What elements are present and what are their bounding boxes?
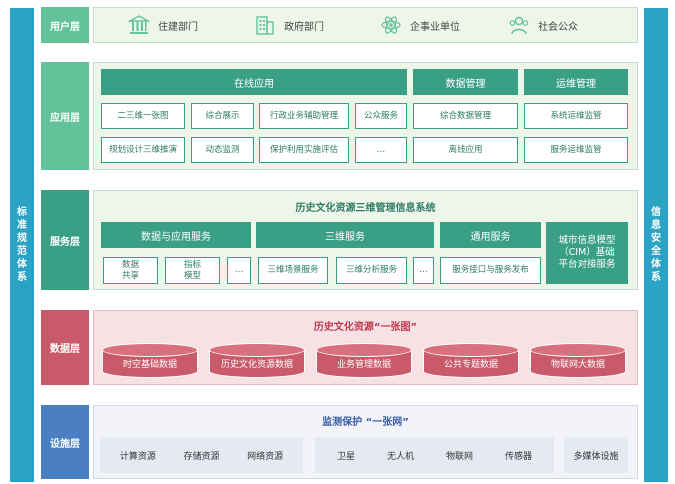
service-box-3d-scene: 三维场景服务 — [258, 257, 328, 284]
drone: 无人机 — [386, 451, 414, 462]
infra-layer-label: 设施层 — [41, 405, 89, 479]
app-box-display: 综合展示 — [191, 103, 254, 129]
cim-platform-service-box: 城市信息模型 （CIM）基础 平台对接服务 — [546, 222, 628, 284]
data-cylinder-spatiotemporal: 时空基础数据 — [102, 343, 198, 379]
security-system-label: 信息安全体系 — [651, 207, 661, 283]
data-cylinder-iot: 物联网大数据 — [530, 343, 626, 379]
sensor: 传感器 — [504, 451, 532, 462]
infra-group-compute: 计算资源 存储资源 网络资源 — [100, 437, 303, 473]
app-box-system-ops: 系统运维监管 — [524, 103, 628, 129]
office-building-icon — [256, 16, 274, 35]
infra-multimedia: 多媒体设施 — [564, 437, 628, 473]
infra-group-sensing: 卫星 无人机 物联网 传感器 — [315, 437, 554, 473]
storage-resources: 存储资源 — [183, 451, 220, 462]
data-layer-label: 数据层 — [41, 310, 89, 385]
online-apps-header: 在线应用 — [101, 69, 407, 95]
data-cylinder-business: 业务管理数据 — [316, 343, 412, 379]
iot: 物联网 — [445, 451, 473, 462]
user-layer-panel: 住建部门 政府部门 企事业单位 社会公众 — [93, 7, 638, 43]
right-side-bar: 信息安全体系 — [644, 8, 668, 482]
service-layer-label: 服务层 — [41, 190, 89, 290]
compute-resources: 计算资源 — [119, 451, 156, 462]
user-item-housing: 住建部门 — [128, 14, 198, 36]
service-box-more-2: … — [413, 257, 434, 284]
app-box-service-ops: 服务运维监管 — [524, 137, 628, 163]
data-app-service-header: 数据与应用服务 — [101, 222, 251, 248]
data-layer-title: 历史文化资源“一张图” — [313, 322, 418, 333]
service-box-interface-publish: 服务接口与服务发布 — [440, 257, 541, 284]
app-box-planning-3d: 规划设计三维推演 — [101, 137, 185, 163]
ops-management-header: 运维管理 — [524, 69, 628, 95]
service-system-title: 历史文化资源三维管理信息系统 — [295, 203, 436, 214]
3d-service-header: 三维服务 — [256, 222, 434, 248]
data-management-header: 数据管理 — [413, 69, 518, 95]
data-cylinder-thematic: 公共专题数据 — [423, 343, 519, 379]
left-side-bar: 标准规范体系 — [10, 8, 34, 482]
user-item-public: 社会公众 — [508, 14, 578, 36]
user-item-enterprise: 企事业单位 — [380, 14, 460, 36]
service-box-3d-analysis: 三维分析服务 — [336, 257, 407, 284]
app-layer-label: 应用层 — [41, 62, 89, 170]
network-resources: 网络资源 — [247, 451, 284, 462]
user-layer-label: 用户层 — [41, 7, 89, 43]
app-box-admin-support: 行政业务辅助管理 — [259, 103, 349, 129]
building-columns-icon — [128, 15, 150, 34]
data-cylinder-heritage: 历史文化资源数据 — [209, 343, 305, 379]
atom-icon — [381, 16, 401, 34]
infra-layer-title: 监测保护 “一张网” — [322, 417, 409, 428]
user-item-government: 政府部门 — [254, 14, 324, 36]
people-group-icon — [509, 16, 529, 35]
service-box-more-1: … — [227, 257, 251, 284]
app-box-2d3d-map: 二三维一张图 — [101, 103, 185, 129]
app-box-data-management: 综合数据管理 — [413, 103, 518, 129]
app-box-public-service: 公众服务 — [355, 103, 407, 129]
satellite: 卫星 — [336, 451, 355, 462]
app-box-offline: 离线应用 — [413, 137, 518, 163]
app-box-monitoring: 动态监测 — [191, 137, 254, 163]
service-box-data-sharing: 数据共享 — [103, 257, 158, 284]
general-service-header: 通用服务 — [440, 222, 541, 248]
app-box-more: … — [355, 137, 407, 163]
standard-system-label: 标准规范体系 — [17, 207, 27, 283]
service-box-index-model: 指标模型 — [165, 257, 220, 284]
app-box-evaluation: 保护利用实施评估 — [259, 137, 349, 163]
